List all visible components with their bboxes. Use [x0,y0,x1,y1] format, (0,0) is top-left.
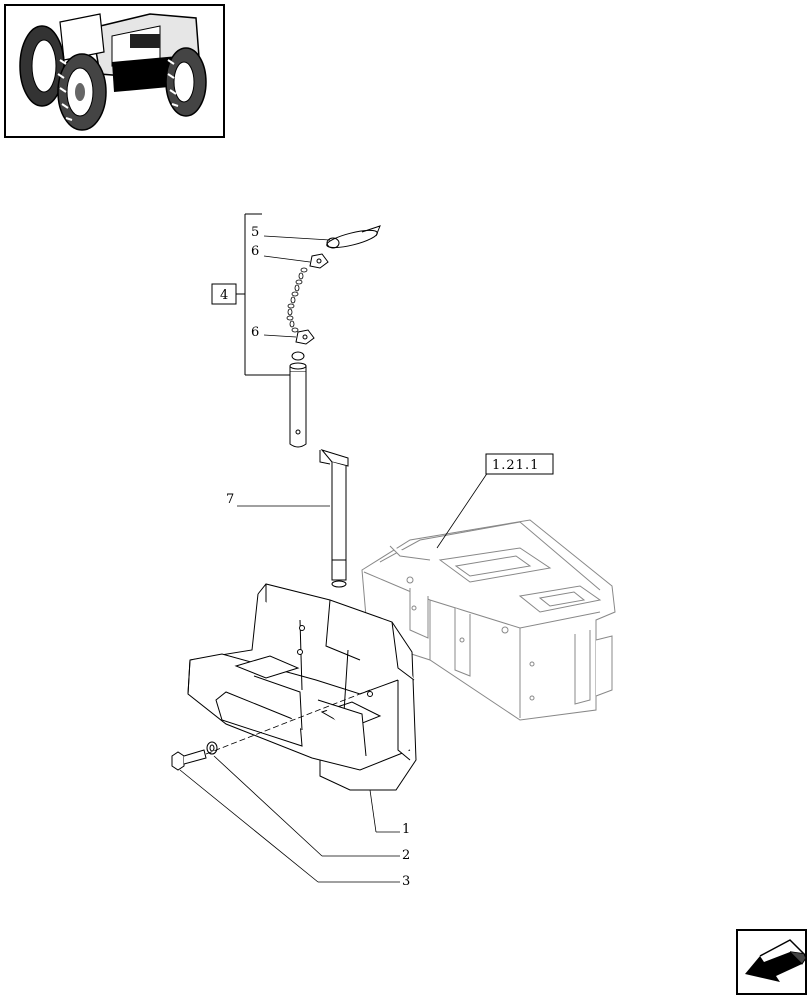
ring-upper-part [309,253,329,269]
assembly-axis [205,689,371,755]
ring-lower-part [295,329,315,345]
leader-lines-lower [179,755,400,883]
spring-clip-part [326,225,381,249]
leader-1a [369,789,377,833]
callout-5[interactable]: 5 [251,225,259,240]
next-page-arrow-icon[interactable] [736,929,807,995]
tractor-thumbnail-icon[interactable] [4,4,225,138]
leader-ref [436,471,489,549]
leader-lines-upper [263,235,331,338]
callout-6-lower[interactable]: 6 [251,325,259,340]
ballast-weight-part [187,583,417,791]
callout-6-upper[interactable]: 6 [251,244,259,259]
tractor-frame [361,519,616,721]
chain-part [286,267,308,333]
washer-part [206,741,218,755]
group-bracket [236,213,298,376]
callout-1[interactable]: 1 [402,822,410,837]
bolt-part [171,749,207,771]
callout-3[interactable]: 3 [402,874,410,889]
callout-2[interactable]: 2 [402,848,410,863]
hook-rod-part [319,449,349,588]
ref-box-text: 1.21.1 [492,458,539,473]
callout-7[interactable]: 7 [226,492,234,507]
callout-box-4[interactable]: 4 [211,283,237,305]
pin-part [289,351,307,448]
ref-box-1-21-1[interactable]: 1.21.1 [485,453,554,475]
callout-box-4-text: 4 [220,288,228,303]
